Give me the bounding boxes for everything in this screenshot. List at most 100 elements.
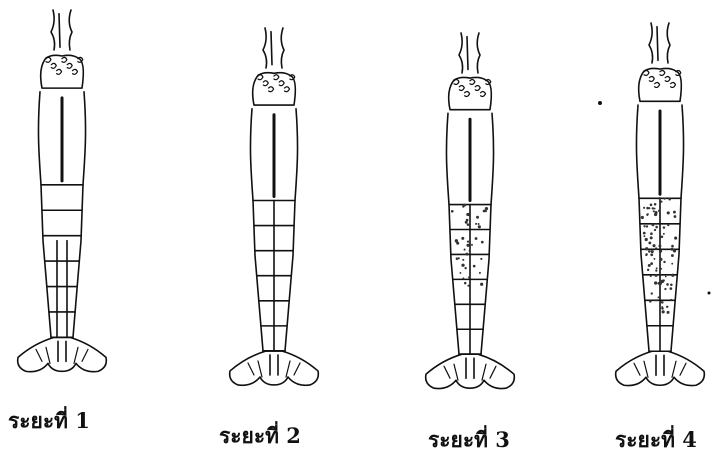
speckle [481,241,484,244]
speckle [668,198,671,201]
speckle [659,307,661,309]
speckle [667,211,670,214]
speckle [651,250,654,253]
speckle [467,285,469,287]
speckle [671,254,674,257]
speckle [671,245,674,248]
speckle [649,300,651,302]
speckle [480,283,483,286]
speckle [661,306,663,308]
speckle [478,223,480,225]
speckle [456,242,459,245]
speckle [663,311,665,313]
speckle [458,257,460,259]
antenna-right [281,28,284,68]
speckle [466,244,469,247]
speckle [656,267,658,269]
speckle [651,223,654,226]
speckle [670,284,673,287]
speckle [462,277,464,279]
speckle [674,215,677,218]
speckle [465,221,468,224]
speckle [650,262,653,265]
speckle [648,264,651,267]
speckle [654,213,657,216]
speckle [667,311,670,314]
stage-label-1: ระยะที่ 1 [8,410,90,431]
speckle [663,226,665,228]
telson [466,358,474,378]
speckle [643,207,645,209]
speckle [654,229,656,231]
speckle [658,245,661,248]
rostrum [271,32,272,65]
speckle [671,274,674,277]
speckle [462,259,464,261]
speckle [654,281,657,284]
speckle [475,223,477,225]
speckle [647,269,649,271]
shrimp-4 [616,23,705,386]
speckle [650,204,653,207]
speckle [464,249,466,251]
tail-fan [230,351,319,385]
speckle [661,235,664,238]
speckle [480,258,482,260]
speckle [658,296,660,298]
speckle [643,232,646,235]
shrimp-1 [18,10,107,372]
antenna-left [459,33,463,73]
speckle [655,226,658,229]
speckle [674,237,677,240]
antenna-right [69,10,72,50]
speckle [648,250,651,253]
speckle [648,207,650,209]
tail-fan [426,354,515,388]
tail-fan [18,337,107,371]
speckle [660,201,662,203]
speckle [463,204,466,207]
speckle [650,275,652,277]
speckle [658,210,660,212]
speckle [654,258,656,260]
speckle [485,207,488,210]
speckle [673,211,676,214]
speckle [467,241,469,243]
speckle [469,250,471,252]
speckle [673,249,676,252]
speckle [659,282,662,285]
speckle [652,244,655,247]
speckle [660,268,662,270]
speckle [671,248,674,251]
print-speck [708,292,711,295]
rostrum [59,14,60,47]
speckle [655,247,658,250]
speckle [650,253,653,256]
stage-label-3: ระยะที่ 3 [428,429,510,450]
speckle [468,276,470,278]
speckle [650,232,653,235]
speckle [664,198,666,200]
speckle [451,210,454,213]
speckle [659,258,662,261]
speckle [473,265,476,268]
speckle [646,225,648,227]
rostrum [467,37,468,70]
speckle [670,299,672,301]
speckle [653,210,655,212]
speckle [645,253,647,255]
speckle [475,237,478,240]
telson [58,341,66,361]
speckle [655,223,657,225]
speckle [464,267,466,269]
speckle [641,216,644,219]
speckle [478,225,481,228]
tail-ribs [36,347,88,363]
speckle [654,208,656,210]
speckle [655,299,657,301]
shrimp-2 [230,28,319,385]
speckle [667,224,669,226]
antenna-right [477,33,480,73]
